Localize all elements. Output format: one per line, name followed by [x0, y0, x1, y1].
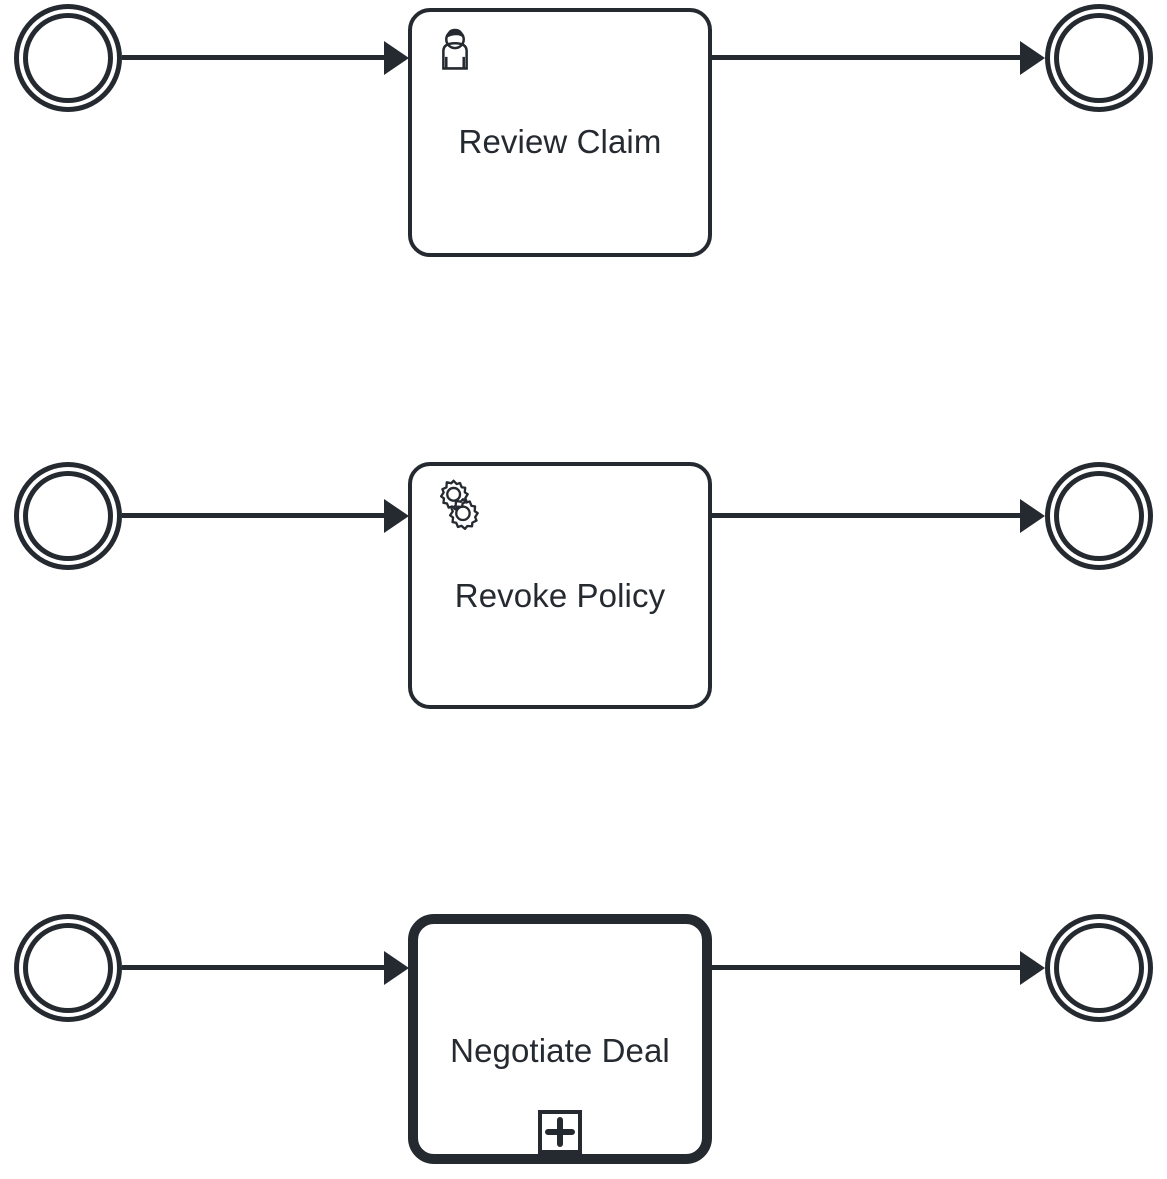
task-label: Revoke Policy	[454, 577, 666, 614]
subprocess-negotiate-deal[interactable]: Negotiate Deal	[408, 914, 712, 1164]
sequence-flow-line-task-to-end[interactable]	[712, 55, 1025, 60]
sequence-flow-arrowhead-into-end-event	[1020, 499, 1045, 533]
sequence-flow-line-task-to-end[interactable]	[712, 513, 1025, 518]
sequence-flow-line-task-to-end[interactable]	[712, 965, 1025, 970]
sequence-flow-line-start-to-task[interactable]	[122, 513, 387, 518]
sequence-flow-arrowhead-into-end-event	[1020, 41, 1045, 75]
start-event-circle[interactable]	[14, 4, 122, 112]
bpmn-flow-revoke-policy: Revoke Policy	[0, 462, 1167, 722]
sequence-flow-line-start-to-task[interactable]	[122, 55, 387, 60]
end-event-circle[interactable]	[1045, 462, 1153, 570]
task-label: Review Claim	[458, 123, 662, 160]
task-review-claim[interactable]: Review Claim	[408, 8, 712, 257]
bpmn-flow-review-claim: Review Claim	[0, 4, 1167, 264]
task-label: Negotiate Deal	[450, 1032, 670, 1069]
bpmn-flow-negotiate-deal: Negotiate Deal	[0, 914, 1167, 1174]
end-event-circle[interactable]	[1045, 914, 1153, 1022]
collapsed-subprocess-plus-marker[interactable]	[418, 1110, 702, 1154]
start-event-circle[interactable]	[14, 462, 122, 570]
sequence-flow-arrowhead-into-task	[384, 41, 409, 75]
user-task-icon	[424, 20, 486, 82]
end-event-circle[interactable]	[1045, 4, 1153, 112]
task-revoke-policy[interactable]: Revoke Policy	[408, 462, 712, 709]
sequence-flow-arrowhead-into-task	[384, 951, 409, 985]
start-event-circle[interactable]	[14, 914, 122, 1022]
sequence-flow-arrowhead-into-task	[384, 499, 409, 533]
sequence-flow-line-start-to-task[interactable]	[122, 965, 387, 970]
sequence-flow-arrowhead-into-end-event	[1020, 951, 1045, 985]
service-task-gears-icon	[424, 474, 486, 536]
